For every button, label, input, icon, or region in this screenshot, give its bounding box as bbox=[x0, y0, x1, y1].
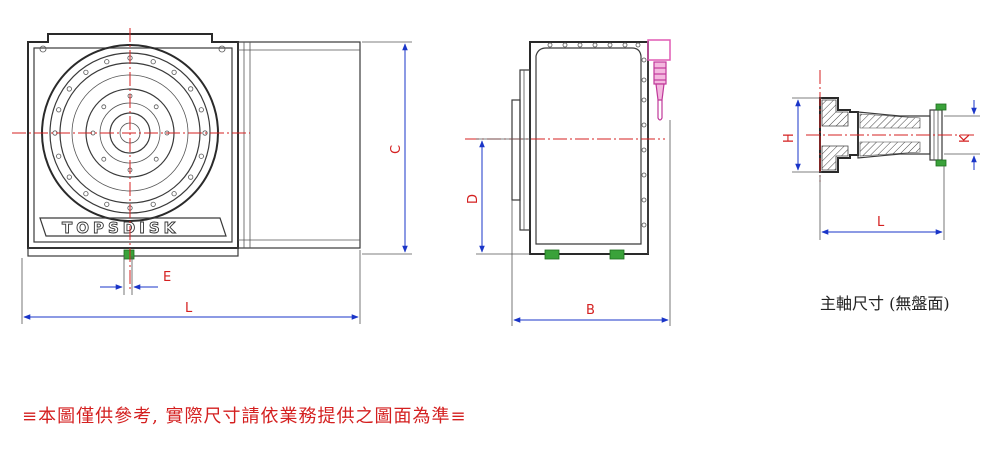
bolt-hole-icon bbox=[171, 69, 177, 75]
dimension-c-label: C bbox=[389, 145, 404, 154]
bolt-hole-icon bbox=[188, 86, 194, 92]
bolt-hole-icon bbox=[150, 201, 156, 207]
green-foot-right-icon bbox=[609, 249, 625, 260]
bolt-hole-icon bbox=[83, 69, 89, 75]
spindle-caption: 主軸尺寸 (無盤面) bbox=[820, 294, 950, 313]
bolt-hole-icon bbox=[622, 42, 628, 48]
bolt-hole-icon bbox=[641, 172, 647, 178]
bolt-hole-icon bbox=[641, 77, 647, 83]
bolt-hole-icon bbox=[577, 42, 583, 48]
bolt-hole-icon bbox=[641, 57, 647, 63]
green-foot-left-icon bbox=[544, 249, 560, 260]
bolt-hole-icon bbox=[83, 191, 89, 197]
bolt-hole-icon bbox=[198, 107, 204, 113]
bolt-hole-icon bbox=[641, 222, 647, 228]
bolt-hole-icon bbox=[202, 130, 208, 136]
bolt-hole-icon bbox=[547, 42, 553, 48]
green-fitting-icon bbox=[123, 249, 135, 260]
bolt-hole-icon bbox=[641, 147, 647, 153]
brand-logo-text: TOPSDISK bbox=[62, 219, 179, 237]
bolt-hole-icon bbox=[56, 107, 62, 113]
bolt-hole-icon bbox=[150, 59, 156, 65]
bolt-hole-icon bbox=[641, 197, 647, 203]
bolt-hole-icon bbox=[153, 156, 159, 162]
front-view: TOPSDISK C E L bbox=[12, 28, 412, 324]
spindle-green-bottom-icon bbox=[935, 159, 947, 167]
side-right-bolts bbox=[641, 57, 647, 228]
bolt-hole-icon bbox=[101, 156, 107, 162]
bolt-hole-icon bbox=[562, 42, 568, 48]
side-top-bolts bbox=[547, 42, 641, 48]
bolt-hole-icon bbox=[188, 174, 194, 180]
pink-fitting-icon bbox=[653, 61, 667, 121]
pink-fitting-housing-icon bbox=[647, 39, 671, 61]
bolt-hole-icon bbox=[198, 153, 204, 159]
spindle-l-label: L bbox=[877, 215, 885, 230]
spindle-green-top-icon bbox=[935, 103, 947, 111]
bolt-hole-icon bbox=[171, 191, 177, 197]
bolt-hole-icon bbox=[641, 122, 647, 128]
bolt-ring-outer bbox=[52, 55, 208, 211]
dimension-h-label: H bbox=[782, 133, 797, 143]
reference-notice: ≡本圖僅供參考, 實際尺寸請依業務提供之圖面為準≡ bbox=[22, 406, 467, 427]
spindle-view: H K L bbox=[782, 70, 980, 240]
bolt-hole-icon bbox=[104, 201, 110, 207]
bolt-hole-icon bbox=[66, 174, 72, 180]
bolt-hole-icon bbox=[153, 104, 159, 110]
dimension-k-label: K bbox=[958, 134, 973, 143]
dimension-b-label: B bbox=[586, 303, 595, 318]
bolt-hole-icon bbox=[641, 97, 647, 103]
side-view: D B bbox=[465, 39, 671, 326]
dimension-e-label: E bbox=[163, 270, 171, 285]
bolt-hole-icon bbox=[66, 86, 72, 92]
bolt-hole-icon bbox=[56, 153, 62, 159]
bolt-hole-icon bbox=[607, 42, 613, 48]
bolt-hole-icon bbox=[104, 59, 110, 65]
dimension-d-label: D bbox=[466, 194, 481, 204]
bolt-hole-icon bbox=[635, 42, 641, 48]
bolt-hole-icon bbox=[101, 104, 107, 110]
bolt-hole-icon bbox=[592, 42, 598, 48]
dimension-l-label: L bbox=[185, 301, 193, 316]
